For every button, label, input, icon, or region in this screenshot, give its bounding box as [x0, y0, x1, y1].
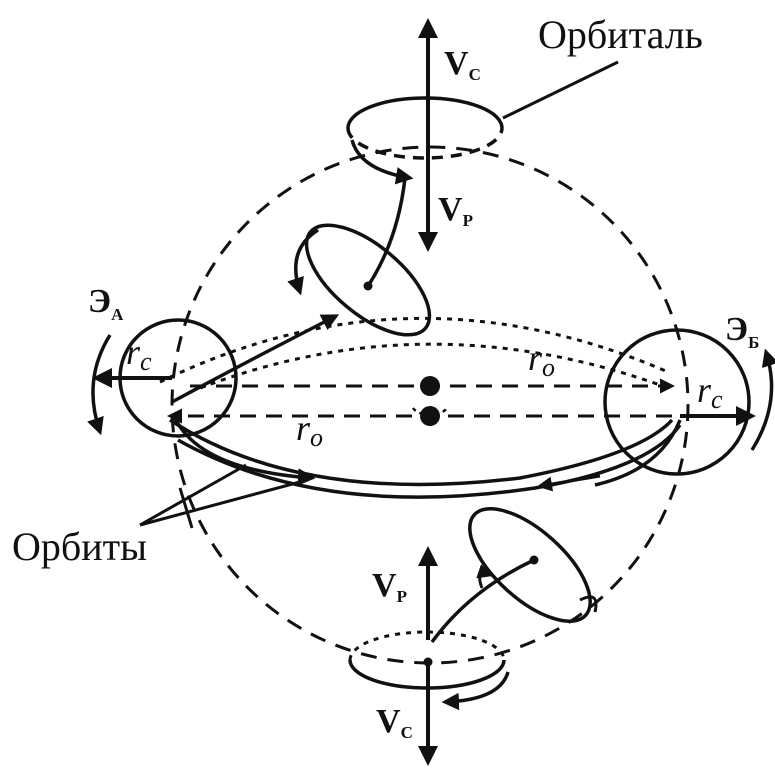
bottom-axis — [418, 546, 438, 766]
r-c-left-label: rc — [126, 332, 152, 376]
r-o-right-label: ro — [528, 338, 555, 382]
v-p-top-label: VP — [438, 191, 473, 230]
e-a-label: ЭА — [88, 283, 124, 324]
r-c-right-label: rc — [697, 370, 723, 414]
lower-tilted-orbital — [430, 507, 598, 644]
v-c-bottom-label: VC — [376, 703, 413, 742]
v-p-bottom-label: VP — [372, 567, 407, 606]
v-c-top-label: VC — [444, 45, 481, 84]
orbital-leader — [502, 60, 619, 120]
center-nucleus — [411, 376, 449, 426]
top-orbital — [346, 96, 504, 185]
dotted-upper-orbit-2 — [189, 342, 661, 394]
orbital-label: Орбиталь — [538, 12, 703, 57]
orbits-leaders — [139, 463, 301, 529]
right-orbit-path — [594, 419, 682, 487]
lower-double-orbit — [169, 418, 682, 499]
orbits-label: Орбиты — [12, 524, 147, 569]
r-o-left-label: ro — [296, 408, 323, 452]
left-circle-ea — [87, 318, 238, 438]
e-b-label: ЭБ — [725, 311, 759, 352]
upper-tilted-orbital — [287, 177, 432, 337]
left-orbit-paths — [171, 314, 340, 486]
right-circle-eb — [603, 328, 775, 476]
